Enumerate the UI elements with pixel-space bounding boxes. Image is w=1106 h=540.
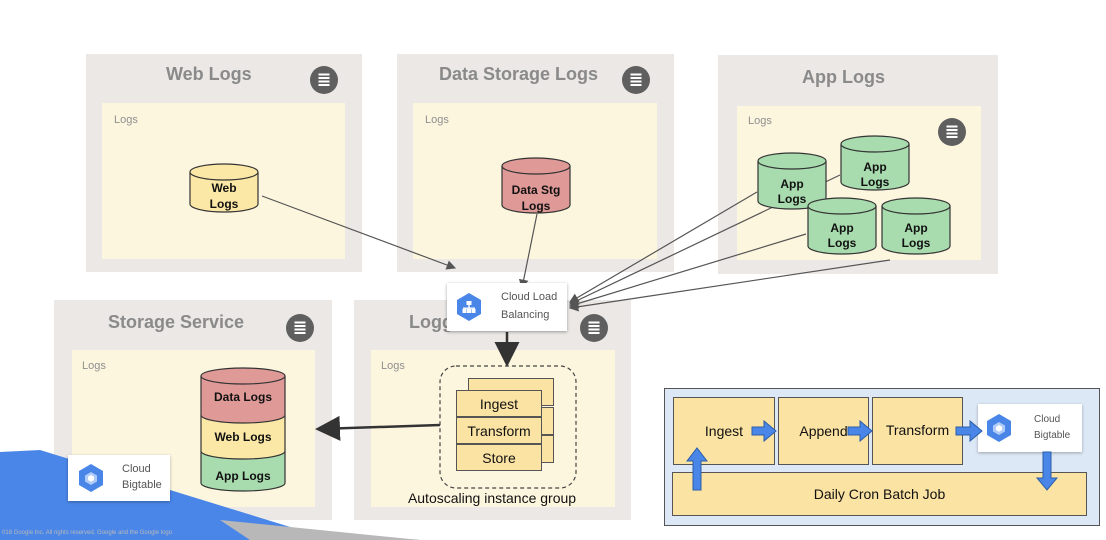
- lb-label-2: Balancing: [501, 309, 550, 321]
- instance-store: Store: [456, 444, 542, 471]
- lb-label-1: Cloud Load: [501, 291, 558, 303]
- instance-ingest: Ingest: [456, 390, 542, 417]
- app-logs-title: App Logs: [802, 67, 885, 87]
- cloud-bigtable-icon: [79, 464, 103, 492]
- app-logs-database-icon-back: [840, 135, 910, 191]
- stackdriver-logging-icon: [938, 118, 966, 146]
- db-label-line: Logs: [209, 197, 239, 211]
- storage-bigtable-card: Cloud Bigtable: [68, 455, 170, 501]
- app-logs-inner-label: Logs: [748, 115, 772, 127]
- storage-service-inner-label: Logs: [82, 360, 106, 372]
- log-processing-title: Logg: [409, 312, 453, 332]
- db-label-line: App: [830, 221, 854, 235]
- cloud-load-balancing-icon: [457, 293, 481, 321]
- bigtable-label-1: Cloud: [1034, 414, 1061, 425]
- batch-ingest-box: Ingest: [673, 397, 775, 465]
- web-logs-inner-label: Logs: [114, 114, 138, 126]
- connector-datastg-to-lb: [518, 213, 538, 290]
- app-logs-db-label-back: App Logs: [841, 160, 909, 190]
- stackdriver-logging-icon: [286, 314, 314, 342]
- bigtable-label-1: Cloud: [122, 463, 151, 475]
- data-storage-logs-title: Data Storage Logs: [439, 64, 599, 84]
- stack-label-app-logs: App Logs: [215, 469, 271, 483]
- instance-transform: Transform: [456, 417, 542, 444]
- app-logs-db-label-left: App Logs: [758, 177, 826, 207]
- data-stg-logs-database-icon: [501, 157, 571, 214]
- batch-transform-box: Transform: [872, 397, 963, 465]
- connector-app4-to-lb: [568, 259, 891, 312]
- log-processing-inner-label: Logs: [381, 360, 405, 372]
- web-logs-database-icon: [189, 163, 259, 213]
- db-label-line: Logs: [521, 199, 551, 213]
- db-label-line: App: [780, 177, 804, 191]
- db-label-line: Logs: [901, 236, 931, 250]
- db-label-line: Logs: [860, 175, 890, 189]
- arrow-up-icon: [685, 447, 709, 491]
- batch-append-box: Append: [778, 397, 869, 465]
- storage-service-title: Storage Service: [108, 312, 245, 332]
- autoscaling-caption: Autoscaling instance group: [407, 490, 577, 506]
- app-logs-database-icon-right: [881, 197, 951, 255]
- arrow-right-icon: [847, 419, 873, 443]
- copyright-footer: 018 Google Inc. All rights reserved. Goo…: [2, 530, 173, 536]
- app-logs-db-label-right: App Logs: [882, 221, 950, 251]
- stackdriver-logging-icon: [580, 314, 608, 342]
- stackdriver-logging-icon: [310, 66, 338, 94]
- cloud-load-balancing-card: Cloud Load Balancing: [447, 283, 567, 331]
- bigtable-label-2: Bigtable: [1034, 430, 1071, 441]
- storage-stack-database-icon: [200, 367, 286, 492]
- db-label-line: Data Stg: [511, 183, 561, 197]
- stackdriver-logging-icon: [622, 66, 650, 94]
- db-label-line: Logs: [827, 236, 857, 250]
- bigtable-label-2: Bigtable: [122, 479, 162, 491]
- data-storage-logs-inner-label: Logs: [425, 114, 449, 126]
- db-label-line: Logs: [777, 192, 807, 206]
- web-logs-title: Web Logs: [166, 64, 252, 84]
- batch-bigtable-card: Cloud Bigtable: [978, 404, 1082, 452]
- db-label-line: App: [904, 221, 928, 235]
- cloud-bigtable-icon: [987, 414, 1011, 442]
- connector-app1-to-lb: [568, 191, 758, 303]
- connector-app3-to-lb: [568, 233, 807, 309]
- connector-web-to-lb: [261, 195, 457, 270]
- db-label-line: App: [863, 160, 887, 174]
- autoscaling-group-outline: [439, 365, 577, 489]
- db-label-line: Web: [211, 181, 237, 195]
- stack-label-data-logs: Data Logs: [213, 390, 272, 404]
- app-logs-db-label-middle: App Logs: [808, 221, 876, 251]
- arrow-right-icon: [751, 419, 777, 443]
- app-logs-database-icon-middle: [807, 197, 877, 255]
- arrow-down-icon: [1035, 451, 1059, 491]
- arrow-right-icon: [955, 419, 983, 443]
- web-logs-db-label: Web Logs: [190, 180, 258, 212]
- data-stg-logs-db-label: Data Stg Logs: [502, 182, 570, 214]
- stack-label-web-logs: Web Logs: [214, 430, 272, 444]
- connector-group-to-storage: [315, 415, 441, 441]
- batch-cron-box: Daily Cron Batch Job: [672, 472, 1087, 516]
